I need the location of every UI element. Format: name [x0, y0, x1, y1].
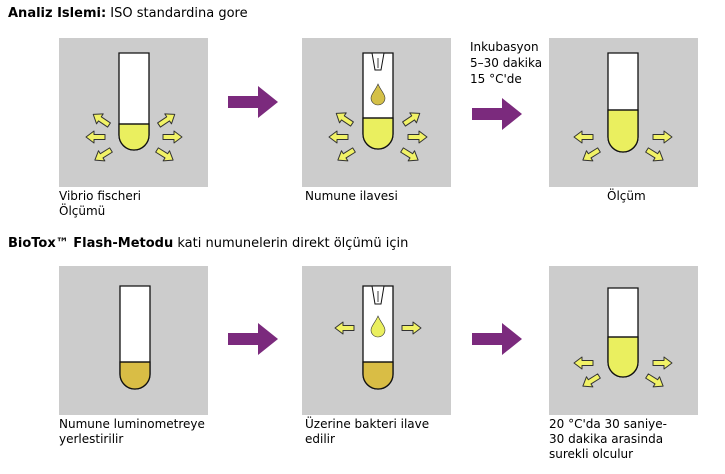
step-panel-vibrio: [59, 38, 208, 187]
test-tube: [607, 287, 639, 378]
step-panel-measurement: [549, 38, 698, 187]
test-tube: [119, 285, 151, 390]
step-caption: 20 °C'da 30 saniye- 30 dakika arasinda s…: [549, 417, 667, 461]
process-arrow: [472, 323, 522, 355]
glow-arrows: [85, 113, 183, 162]
test-tube: [362, 285, 394, 390]
heading-rest: ISO standardina gore: [106, 6, 248, 21]
heading-rest: kati numunelerin direkt ölçümü için: [173, 236, 409, 251]
step-panel-bacteria-added: [302, 266, 451, 415]
test-tube: [118, 52, 150, 151]
step-caption: Numune luminometreye yerlestirilir: [59, 417, 205, 446]
test-tube: [607, 52, 639, 153]
glow-arrows: [573, 130, 673, 162]
heading-bold: Analiz Islemi:: [8, 6, 107, 21]
process-arrow: [472, 98, 522, 130]
step-panel-sample-addition: [302, 38, 451, 187]
glow-arrows: [334, 321, 422, 335]
droplet-icon: [370, 83, 386, 106]
step-panel-continuous-measurement: [549, 266, 698, 415]
section-heading-flash: BioTox™ Flash-Metodu kati numunelerin di…: [8, 236, 408, 251]
step-panel-sample-placed: [59, 266, 208, 415]
incubation-note: Inkubasyon 5–30 dakika 15 °C'de: [470, 40, 543, 86]
process-arrow: [228, 323, 278, 355]
section-heading-iso: Analiz Islemi: ISO standardina gore: [8, 6, 248, 21]
process-arrow: [228, 86, 278, 118]
dropper-icon: [371, 52, 385, 71]
dropper-icon: [371, 285, 385, 305]
droplet-icon: [370, 315, 386, 338]
glow-arrows: [573, 356, 673, 388]
step-caption: Vibrio fischeri Ölçümü: [59, 189, 141, 218]
heading-bold: BioTox™ Flash-Metodu: [8, 236, 174, 251]
step-caption: Ölçüm: [607, 189, 646, 203]
glow-arrows: [328, 112, 428, 162]
step-caption: Numune ilavesi: [305, 189, 398, 203]
step-caption: Üzerine bakteri ilave edilir: [305, 417, 430, 446]
